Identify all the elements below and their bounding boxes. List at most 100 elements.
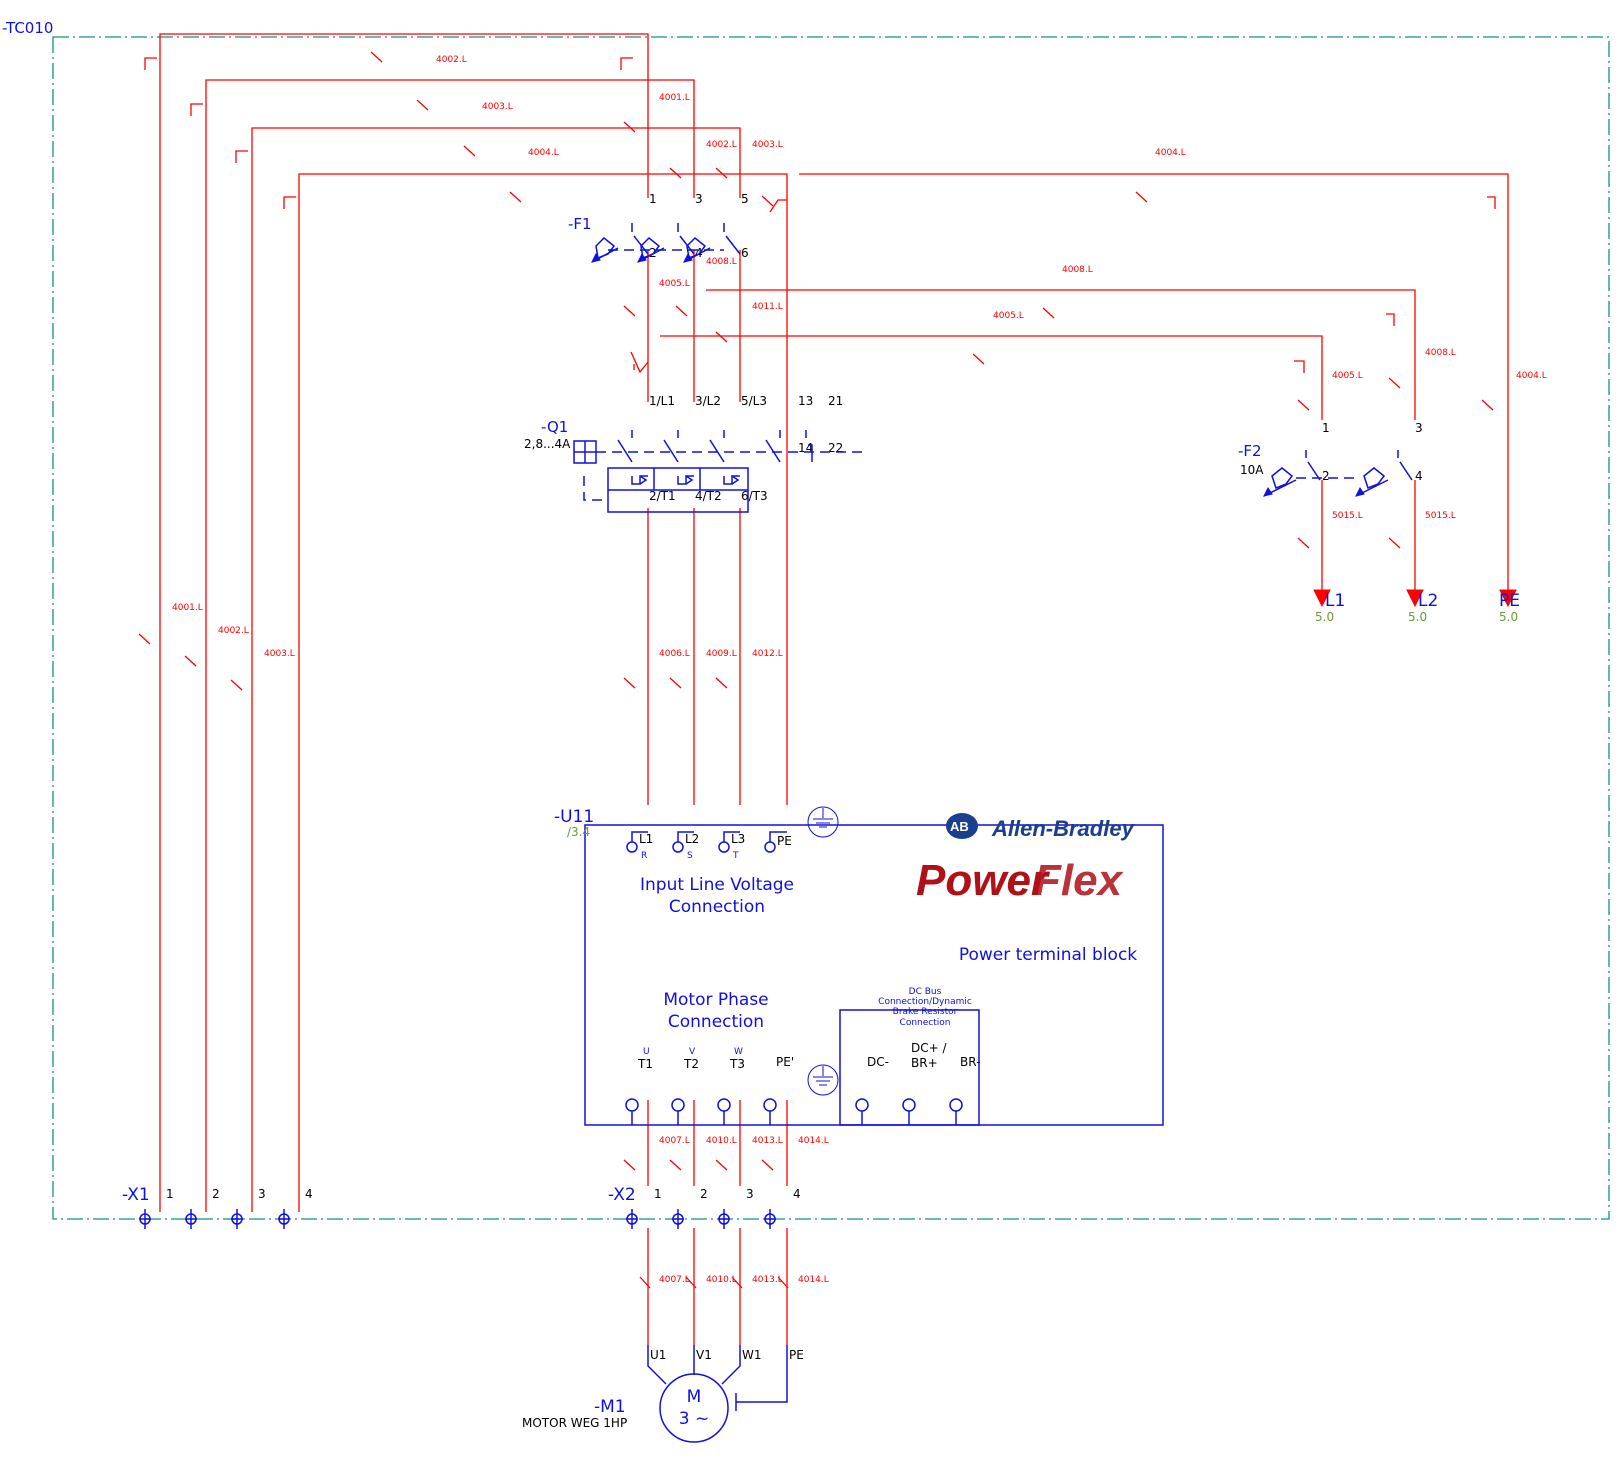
output-arrows: L1 5.0 L2 5.0 PE 5.0 (1313, 589, 1520, 624)
output-pe-label: PE (1499, 591, 1520, 611)
wire-label: 4004.L (1516, 371, 1547, 381)
svg-text:AB: AB (950, 819, 969, 834)
dc-title: Connection (900, 1018, 951, 1028)
f2-breaker: -F2 10A 1 3 2 4 (1238, 421, 1423, 497)
motor-title: Connection (668, 1012, 764, 1032)
wire-label: 4002.L (706, 140, 737, 150)
allen-bradley-logo: AB Allen-Bradley (946, 813, 1136, 841)
powerflex-logo: Power Flex (916, 856, 1124, 905)
drive-u11: -U11 /3.4 L1 L2 L3 PE R S T AB Allen-Bra… (554, 806, 1164, 1126)
dc-terminal-label: BR+ (911, 1056, 938, 1070)
q1-terminal: 3/L2 (695, 394, 721, 408)
f1-terminal: 1 (649, 192, 657, 206)
motor-terminal-label: W1 (742, 1348, 762, 1362)
drive-output-label: T3 (729, 1057, 745, 1071)
ground-icon (807, 1064, 839, 1096)
wire-label: 4010.L (706, 1136, 737, 1146)
q1-terminal: 4/T2 (695, 489, 722, 503)
q1-aux-terminal: 21 (828, 394, 843, 408)
drive-output-sub: U (643, 1047, 650, 1057)
drive-input-label: L3 (731, 832, 745, 846)
drive-input-label: PE (777, 834, 792, 848)
q1-tag: -Q1 (541, 418, 568, 436)
drive-ref: /3.4 (567, 825, 590, 839)
drive-input-label: L1 (639, 832, 653, 846)
svg-text:3: 3 (258, 1187, 266, 1201)
output-ref: 5.0 (1408, 610, 1427, 624)
wire-label: 4008.L (706, 257, 737, 267)
wire-label: 4010.L (706, 1275, 737, 1285)
motor-desc: MOTOR WEG 1HP (522, 1416, 627, 1430)
input-title: Input Line Voltage (640, 875, 794, 895)
q1-terminal: 1/L1 (649, 394, 675, 408)
wire-label: 4003.L (482, 102, 513, 112)
wire-label: 4007.L (659, 1275, 690, 1285)
motor-terminal-label: PE (789, 1348, 804, 1362)
q1-aux-terminal: 13 (798, 394, 813, 408)
drive-tag: -U11 (554, 807, 594, 827)
drive-output-sub: V (689, 1047, 696, 1057)
dc-title: DC Bus (909, 987, 942, 997)
wire-label: 5015.L (1425, 511, 1456, 521)
q1-terminal: 6/T3 (741, 489, 768, 503)
drive-input-sub: T (732, 851, 739, 861)
wire-label: 4014.L (798, 1136, 829, 1146)
f2-tag: -F2 (1238, 442, 1262, 460)
wire-label: 4005.L (1332, 371, 1363, 381)
enclosure-label: -TC010 (2, 19, 53, 37)
f1-terminal: 5 (741, 192, 749, 206)
ground-icon (807, 806, 839, 838)
drive-input-sub: S (687, 851, 693, 861)
drive-input-terminals: L1 L2 L3 PE R S T (626, 831, 792, 861)
dc-title: Connection/Dynamic (878, 997, 972, 1007)
dc-title: Brake Resistor (893, 1007, 958, 1017)
wire-label: 4008.L (1425, 348, 1456, 358)
dc-terminal-label: BR- (960, 1055, 980, 1069)
drive-output-label: PE' (776, 1055, 794, 1069)
motor-symbol-text: M (687, 1387, 702, 1407)
enclosure-boundary (52, 36, 1610, 1220)
wire-label: 4008.L (1062, 265, 1093, 275)
x1-terminal-strip: -X1 1 2 3 4 (122, 1185, 313, 1229)
svg-text:Power: Power (916, 856, 1051, 905)
input-title: Connection (669, 897, 765, 917)
output-l1-label: L1 (1325, 591, 1345, 611)
drive-output-sub: W (734, 1047, 743, 1057)
svg-text:1: 1 (654, 1187, 662, 1201)
wire-label: 4004.L (1155, 148, 1186, 158)
svg-text:1: 1 (166, 1187, 174, 1201)
q1-aux-terminal: 22 (828, 441, 843, 455)
motor-m1: U1 V1 W1 PE M 3 ~ -M1 MOTOR WEG 1HP (522, 1345, 804, 1443)
f1-tag: -F1 (568, 215, 592, 233)
drive-input-label: L2 (685, 832, 699, 846)
dc-terminal-label: DC- (867, 1055, 889, 1069)
motor-phase-text: 3 ~ (679, 1409, 709, 1429)
motor-title: Motor Phase (663, 990, 768, 1010)
drive-output-terminals (625, 1098, 777, 1125)
wire-label: 4003.L (752, 140, 783, 150)
motor-tag: -M1 (594, 1397, 626, 1417)
q1-terminal: 5/L3 (741, 394, 767, 408)
wire-labels: 4002.L 4003.L 4004.L 4001.L 4002.L 4003.… (172, 55, 1547, 1285)
wire-label: 4009.L (706, 649, 737, 659)
q1-motor-protector: -Q1 2,8...4A 1/L1 3/L2 5/L3 13 21 14 22 … (524, 394, 866, 513)
wire-label: 4006.L (659, 649, 690, 659)
f1-terminal: 3 (695, 192, 703, 206)
wire-label: 4002.L (218, 626, 249, 636)
x2-tag: -X2 (608, 1185, 636, 1205)
svg-text:4: 4 (793, 1187, 801, 1201)
f2-terminal: 3 (1415, 421, 1423, 435)
wire-label: 4012.L (752, 649, 783, 659)
drive-input-sub: R (641, 851, 647, 861)
wire-label: 4002.L (436, 55, 467, 65)
wire-label: 4013.L (752, 1136, 783, 1146)
wire-label: 4007.L (659, 1136, 690, 1146)
x1-tag: -X1 (122, 1185, 150, 1205)
wire-label: 5015.L (1332, 511, 1363, 521)
motor-terminal-label: U1 (650, 1348, 666, 1362)
f2-terminal: 2 (1322, 469, 1330, 483)
svg-text:4: 4 (305, 1187, 313, 1201)
wire-label: 4011.L (752, 302, 783, 312)
drive-output-label: T2 (683, 1057, 699, 1071)
